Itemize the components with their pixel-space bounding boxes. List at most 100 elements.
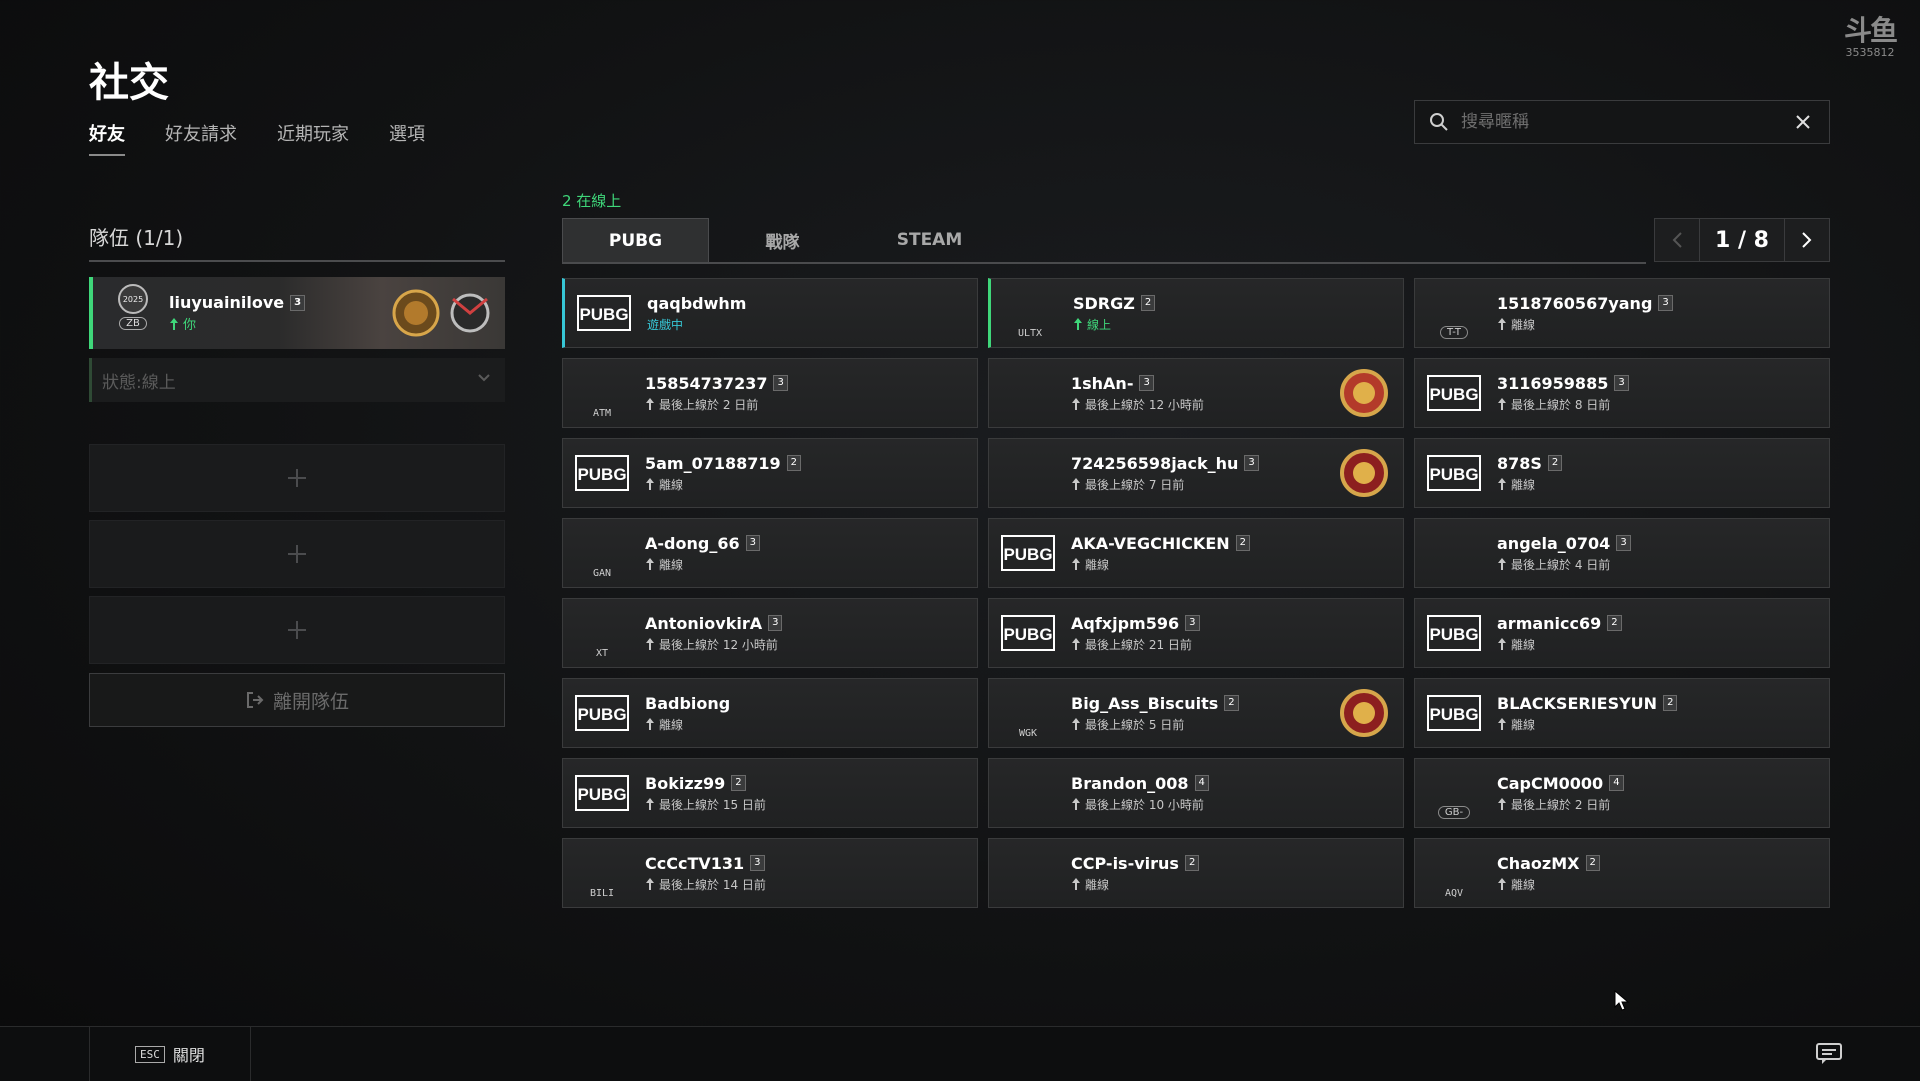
friend-status: 線上 [1087,317,1112,332]
pubg-logo-text: PUBG [1429,385,1478,404]
plus-icon [288,621,306,639]
tab-options[interactable]: 選項 [389,124,425,145]
tier-badge: 3 [1614,375,1629,391]
avatar: PUBG [997,519,1059,587]
pubg-logo-icon: PUBG [577,295,631,331]
invite-slot-1[interactable] [89,444,505,512]
nav-tabs: 好友 好友請求 近期玩家 選項 [89,120,465,156]
friend-status: 離線 [1511,637,1536,652]
avatar: ATM [571,359,633,427]
offline-status-icon [1072,558,1080,570]
tier-badge: 2 [1607,615,1622,631]
leave-party-button[interactable]: 離開隊伍 [89,673,505,727]
friend-name: AKA-VEGCHICKEN [1071,533,1230,553]
friend-status: 最後上線於 15 日前 [659,797,766,812]
friend-name: 724256598jack_hu [1071,453,1239,473]
tier-badge: 3 [750,855,765,871]
tab-friends[interactable]: 好友 [89,120,125,156]
offline-status-icon [1498,878,1506,890]
exit-icon [246,692,264,708]
clan-tag: WGK [1018,728,1038,739]
avatar: PUBG [1423,439,1485,507]
offline-status-icon [1072,718,1080,730]
tab-pubg[interactable]: PUBG [562,218,709,262]
offline-status-icon [1498,558,1506,570]
avatar: PUBG [1423,599,1485,667]
friend-name: armanicc69 [1497,613,1602,633]
pubg-logo-icon: PUBG [1427,375,1481,411]
tab-recent-players[interactable]: 近期玩家 [277,124,349,145]
friend-name: BLACKSERIESYUN [1497,693,1658,713]
offline-status-icon [1072,798,1080,810]
avatar: WGK [997,679,1059,747]
avatar: 2025 ZB [105,283,161,343]
tier-badge: 2 [1224,695,1239,711]
friend-card[interactable]: PUBG armanicc69 2 離線 [1414,598,1830,668]
pubg-logo-text: PUBG [1003,545,1052,564]
search-input[interactable] [1459,111,1795,133]
next-page-button[interactable] [1784,218,1830,262]
friend-status: 最後上線於 21 日前 [1085,637,1192,652]
invite-slot-2[interactable] [89,520,505,588]
friend-tabs: PUBG 戰隊 STEAM [562,218,1646,264]
tier-badge: 2 [1235,535,1251,551]
friend-name: Bokizz99 [645,773,726,793]
avatar [997,439,1059,507]
avatar: GB- [1423,759,1485,827]
tab-friend-requests[interactable]: 好友請求 [165,124,237,145]
avatar: PUBG [997,599,1059,667]
clan-tag: AQV [1444,888,1464,899]
tab-steam[interactable]: STEAM [896,230,963,250]
friend-status: 最後上線於 4 日前 [1511,557,1611,572]
page-title: 社交 [89,60,169,106]
pubg-logo-text: PUBG [577,465,626,484]
plus-icon [288,545,306,563]
invite-slot-3[interactable] [89,596,505,664]
search-icon [1430,113,1448,131]
chevron-down-icon [478,374,490,382]
tab-clan[interactable]: 戰隊 [765,232,800,253]
watermark-mark: 斗鱼 [1843,14,1898,47]
avatar: XT [571,599,633,667]
search-box[interactable] [1414,100,1830,144]
friend-name: ChaozMX [1497,853,1580,873]
offline-status-icon [1498,798,1506,810]
chat-icon[interactable] [1816,1043,1842,1065]
friend-name: Big_Ass_Biscuits [1071,693,1219,713]
pubg-logo-icon: PUBG [1001,535,1055,571]
friend-status: 最後上線於 14 日前 [659,877,766,892]
tier-badge: 3 [1244,455,1259,471]
status-select[interactable]: 狀態:線上 [89,358,505,402]
close-button[interactable]: ESC 關閉 [89,1027,251,1081]
friend-name: qaqbdwhm [647,293,747,313]
prev-page-button[interactable] [1654,218,1700,262]
close-icon[interactable] [1795,114,1811,130]
leave-party-label: 離開隊伍 [272,690,349,713]
pager: 1 / 8 [1654,218,1830,262]
friend-status: 最後上線於 8 日前 [1511,397,1611,412]
